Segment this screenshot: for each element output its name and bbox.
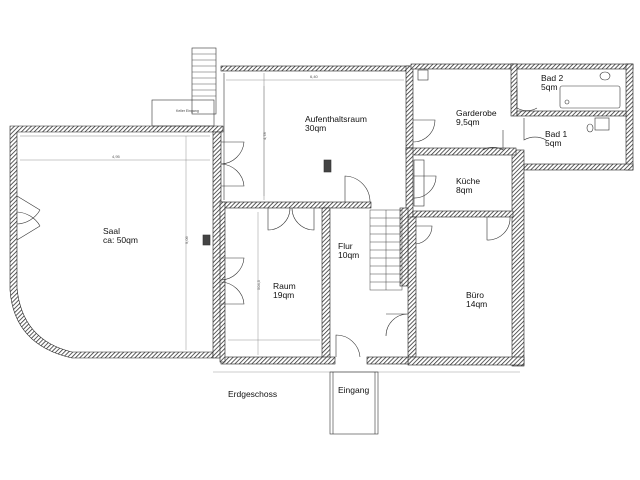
bad-right-wall <box>625 63 634 171</box>
dimension-lines <box>20 79 404 355</box>
garderobe-bottom-door <box>482 130 504 151</box>
kitchen-counter <box>413 159 425 207</box>
dim-saal-depth: 9,06 <box>184 235 189 244</box>
room-bad1-area: 5qm <box>545 138 562 148</box>
room-bad2-name: Bad 2 <box>541 73 563 83</box>
south-wall-east <box>407 356 525 366</box>
raum-top-wall <box>220 201 372 209</box>
plan-details <box>20 47 621 435</box>
room-raum-name: Raum <box>273 281 296 291</box>
buero-east-door <box>486 216 511 241</box>
buero-door <box>415 225 433 245</box>
saal-west-door <box>16 195 41 241</box>
room-saal-area: ca: 50qm <box>103 235 138 245</box>
kueche-top-wall <box>405 147 517 156</box>
garderobe-left-wall <box>405 65 414 149</box>
flur-top-door <box>344 175 371 203</box>
bad-bottom-wall <box>523 163 634 171</box>
room-aufenthalt-area: 30qm <box>305 123 326 133</box>
east-wall <box>511 149 525 367</box>
ramp-stairs <box>191 47 217 115</box>
entrance-door <box>335 334 361 358</box>
doors <box>16 88 547 358</box>
bad1-door <box>523 118 547 141</box>
stair-side-wall <box>399 207 409 287</box>
shaft <box>323 159 332 173</box>
walls <box>9 63 634 367</box>
entrance-path <box>329 371 379 435</box>
room-buero-area: 14qm <box>466 299 487 309</box>
toilet-bad1 <box>586 123 594 133</box>
bad-top-wall <box>510 63 634 70</box>
room-garderobe-name: Garderobe <box>456 108 497 118</box>
room-garderobe-area: 9,5qm <box>456 117 480 127</box>
buero-left-wall <box>407 216 417 358</box>
room-bad1-name: Bad 1 <box>545 129 567 139</box>
garderobe-top-wall <box>410 63 514 70</box>
south-wall-west <box>220 356 336 365</box>
toilet-bad2 <box>599 71 611 81</box>
room-saal-name: Saal <box>103 226 120 236</box>
kueche-door <box>412 175 437 199</box>
raum-top-door <box>267 207 315 231</box>
buero-stair-door <box>385 313 409 337</box>
floor-label: Erdgeschoss <box>228 389 277 399</box>
raum-right-wall <box>321 207 331 359</box>
internal-stairs <box>369 209 403 291</box>
room-bad2-area: 5qm <box>541 82 558 92</box>
bath-tub <box>559 85 621 109</box>
kueche-left-wall <box>405 147 414 219</box>
kueche-bottom-wall <box>412 210 514 218</box>
saal-outer-wall <box>9 125 224 359</box>
bad-left-wall <box>510 63 518 117</box>
room-eingang-name: Eingang <box>338 385 369 395</box>
saal-aufenthalt-door <box>220 141 245 187</box>
room-flur-area: 10qm <box>338 250 359 260</box>
bad2-door <box>516 88 538 111</box>
room-kueche-name: Küche <box>456 176 480 186</box>
ramp-note: Keller Eingang <box>176 109 199 113</box>
room-labels: Saal ca: 50qm Aufenthaltsraum 30qm Garde… <box>103 73 567 399</box>
room-aufenthalt-name: Aufenthaltsraum <box>305 114 367 124</box>
dim-raum-depth: 504,5 <box>256 279 261 290</box>
north-wall <box>220 65 412 72</box>
room-raum-area: 19qm <box>273 290 294 300</box>
dim-aufenthalt-depth: 4,78 <box>262 131 267 140</box>
bad-divider-wall <box>516 110 627 117</box>
bath-sink <box>564 99 570 105</box>
saal-raum-door <box>220 257 245 305</box>
dim-saal-width: 4,95 <box>112 154 121 159</box>
room-buero-name: Büro <box>466 290 484 300</box>
dim-aufenthalt-width: 6,40 <box>310 74 319 79</box>
room-flur-name: Flur <box>338 241 353 251</box>
garderobe-door <box>412 119 436 143</box>
south-wall-mid <box>366 356 409 365</box>
room-kueche-area: 8qm <box>456 185 473 195</box>
